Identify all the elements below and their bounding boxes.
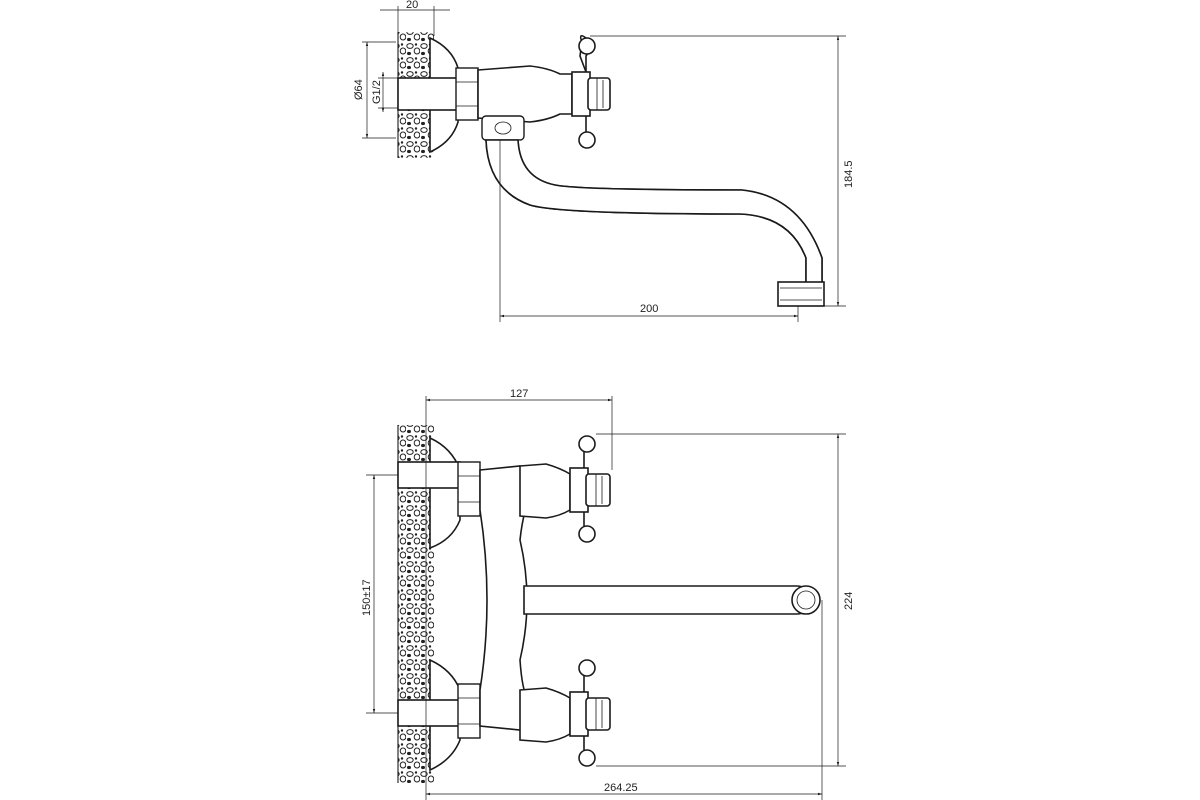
upper-cross-handle xyxy=(569,435,611,543)
dim-height-top: 184.5 xyxy=(843,160,855,188)
cross-handle-top xyxy=(571,34,611,149)
top-view: 20 Ø64 G1/2 184.5 200 xyxy=(353,0,855,322)
dim-total-width: 264.25 xyxy=(604,782,638,794)
dim-thread: G1/2 xyxy=(371,80,383,104)
dim-height-front: 224 xyxy=(843,592,855,610)
dim-spout-reach: 200 xyxy=(640,303,658,315)
spout-nut-top xyxy=(481,115,525,141)
aerator-top xyxy=(777,281,825,307)
lower-cross-handle xyxy=(569,659,611,767)
dim-wall-thickness: 20 xyxy=(406,0,418,11)
spout-front xyxy=(523,585,811,615)
upper-hex-nut xyxy=(457,461,481,517)
front-view: 127 150±17 224 264.25 xyxy=(361,388,855,800)
dim-body-width: 127 xyxy=(510,388,528,400)
lower-hex-nut xyxy=(457,683,481,739)
upper-flange xyxy=(429,436,461,550)
dim-flange-diameter: Ø64 xyxy=(353,79,365,100)
aerator-front xyxy=(791,585,821,615)
hex-nut-top xyxy=(455,67,479,121)
dim-center-distance: 150±17 xyxy=(361,579,373,616)
valve-body-top xyxy=(477,65,573,123)
